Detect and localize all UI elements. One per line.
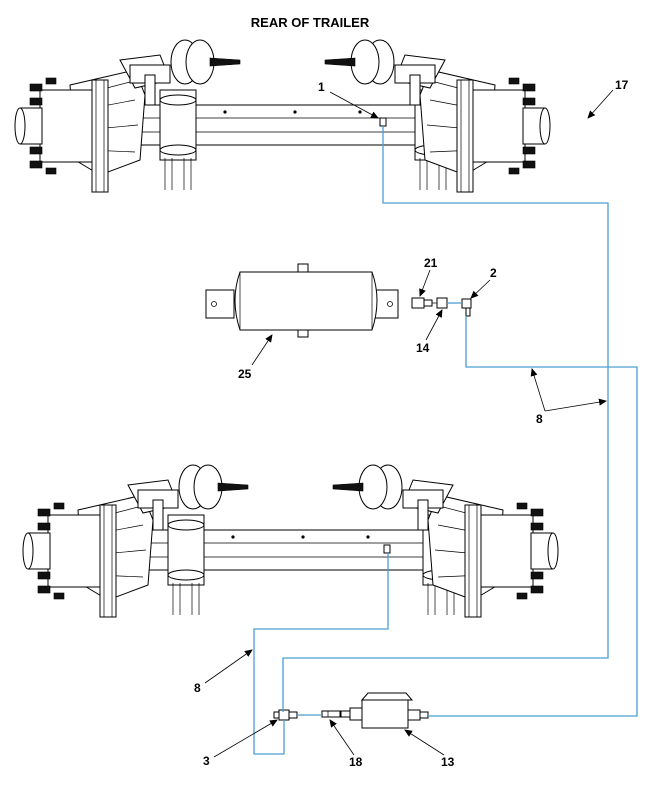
check-valve-fitting (321, 710, 341, 718)
callout-8-lower: 8 (194, 649, 253, 695)
callout-8-lower-label: 8 (194, 681, 201, 695)
upper-axle-air-fitting (379, 117, 387, 127)
air-lines (253, 126, 638, 755)
callout-25: 25 (238, 334, 273, 381)
callout-14: 14 (416, 309, 443, 355)
callout-17-label: 17 (615, 78, 629, 92)
callout-1: 1 (318, 80, 379, 119)
callout-8-upper-label: 8 (536, 412, 543, 426)
callout-3-label: 3 (203, 754, 210, 768)
hose-connector-fitting (432, 297, 448, 309)
callout-21: 21 (419, 256, 438, 297)
tee-fitting (273, 709, 298, 721)
upper-axle-assembly (14, 39, 551, 193)
callout-2: 2 (470, 266, 497, 299)
drain-valve-fitting (411, 297, 433, 309)
callout-13: 13 (404, 729, 455, 769)
callout-17: 17 (587, 78, 629, 119)
lower-axle-air-fitting (383, 544, 391, 554)
callout-25-label: 25 (238, 367, 252, 381)
elbow-fitting (461, 298, 472, 317)
callout-18: 18 (329, 719, 363, 769)
callout-13-label: 13 (441, 755, 455, 769)
air-tank (205, 263, 399, 338)
callout-18-label: 18 (349, 755, 363, 769)
lower-axle-assembly (22, 464, 559, 618)
callout-14-label: 14 (416, 341, 430, 355)
callout-1-label: 1 (318, 80, 325, 94)
callout-8-upper: 8 (530, 368, 607, 426)
callout-3: 3 (203, 719, 278, 768)
callout-2-label: 2 (490, 266, 497, 280)
relay-valve (340, 692, 429, 729)
callout-21-label: 21 (424, 256, 438, 270)
diagram-title: REAR OF TRAILER (251, 15, 370, 30)
